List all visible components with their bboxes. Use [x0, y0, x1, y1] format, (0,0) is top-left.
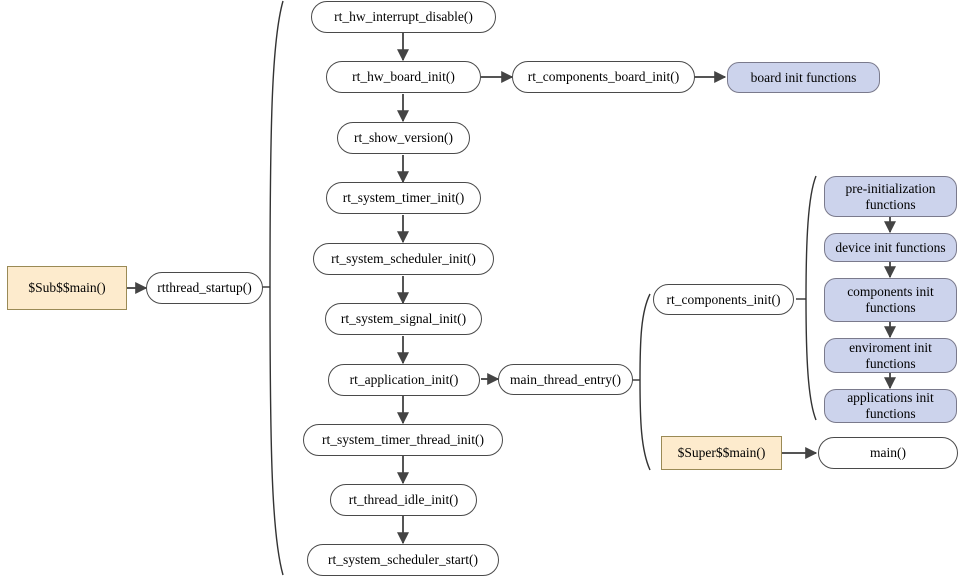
node-enviroment-init-functions[interactable]: enviroment init functions — [824, 338, 957, 373]
node-pre-initialization-functions[interactable]: pre-initialization functions — [824, 176, 957, 217]
node-rt-show-version[interactable]: rt_show_version() — [337, 122, 470, 154]
node-components-init-functions[interactable]: components init functions — [824, 278, 957, 322]
node-main-thread-entry[interactable]: main_thread_entry() — [498, 364, 633, 395]
brace-startup-group — [262, 0, 284, 576]
node-rt-system-scheduler-init[interactable]: rt_system_scheduler_init() — [313, 243, 494, 275]
node-rt-system-scheduler-start[interactable]: rt_system_scheduler_start() — [307, 544, 499, 576]
node-applications-init-functions[interactable]: applications init functions — [824, 389, 957, 423]
brace-mainthread-group — [632, 293, 651, 471]
brace-mainthread-curve — [639, 293, 651, 471]
node-sub-main[interactable]: $Sub$$main() — [7, 266, 127, 310]
node-rt-hw-interrupt-disable[interactable]: rt_hw_interrupt_disable() — [311, 1, 496, 33]
node-rtthread-startup[interactable]: rtthread_startup() — [146, 272, 263, 304]
node-device-init-functions[interactable]: device init functions — [824, 233, 957, 262]
node-super-main[interactable]: $Super$$main() — [661, 436, 782, 470]
node-rt-application-init[interactable]: rt_application_init() — [328, 364, 480, 396]
node-rt-components-board-init[interactable]: rt_components_board_init() — [512, 61, 695, 93]
brace-startup-curve — [269, 0, 284, 576]
node-board-init-functions[interactable]: board init functions — [727, 62, 880, 93]
node-rt-components-init[interactable]: rt_components_init() — [653, 284, 794, 315]
node-rt-system-timer-init[interactable]: rt_system_timer_init() — [326, 182, 481, 214]
brace-componentsinit-group — [796, 175, 817, 421]
node-rt-system-signal-init[interactable]: rt_system_signal_init() — [325, 303, 482, 335]
node-main[interactable]: main() — [818, 437, 958, 469]
node-rt-hw-board-init[interactable]: rt_hw_board_init() — [326, 61, 481, 93]
node-rt-thread-idle-init[interactable]: rt_thread_idle_init() — [330, 484, 477, 516]
node-rt-system-timer-thread-init[interactable]: rt_system_timer_thread_init() — [303, 424, 503, 456]
brace-componentsinit-curve — [805, 175, 817, 421]
